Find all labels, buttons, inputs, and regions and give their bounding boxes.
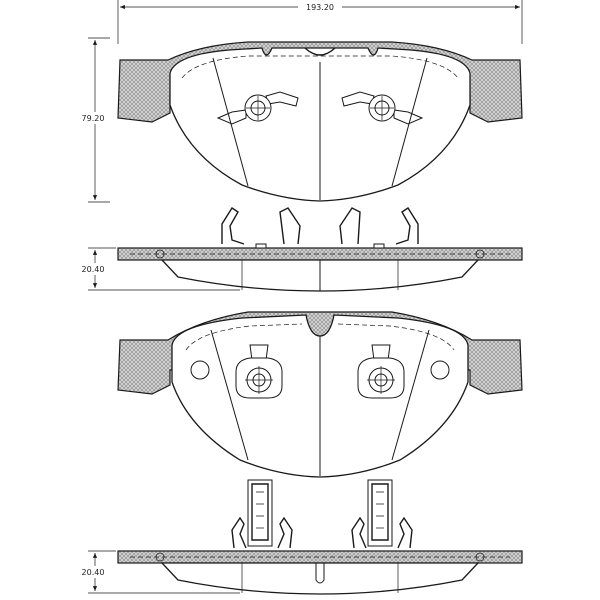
- width-dimension: 193.20: [117, 0, 523, 44]
- bottom-chamfer-right: [391, 329, 430, 461]
- thickness-dimension-top: 20.40: [78, 247, 240, 291]
- height-dimension: 79.20: [78, 37, 110, 203]
- thickness-dimension-bottom: 20.40: [78, 550, 240, 594]
- bottom-right-clip-boss: [357, 344, 405, 399]
- top-left-clip-boss: [216, 91, 299, 125]
- thickness-dimension-top-label: 20.40: [82, 265, 105, 274]
- top-retaining-clips: [221, 207, 419, 245]
- height-dimension-label: 79.20: [82, 114, 105, 123]
- width-dimension-label: 193.20: [306, 3, 334, 12]
- bottom-chamfer-left: [210, 329, 249, 461]
- bottom-side-friction-layer: [160, 562, 480, 595]
- thickness-dimension-bottom-label: 20.40: [82, 568, 105, 577]
- top-right-clip-boss: [341, 91, 424, 125]
- bottom-retaining-clips: [231, 479, 413, 549]
- top-pad-side-view: [117, 207, 523, 292]
- top-chamfer-right: [391, 57, 428, 187]
- bottom-pad-side-view: [117, 479, 523, 595]
- top-chamfer-left: [212, 57, 249, 187]
- bottom-pad-sensor-hole-left: [190, 360, 210, 380]
- bottom-pad-sensor-hole-right: [430, 360, 450, 380]
- bottom-left-clip-boss: [235, 344, 283, 399]
- bottom-pad-front-view: [117, 311, 523, 478]
- top-pad-front-view: [117, 41, 523, 202]
